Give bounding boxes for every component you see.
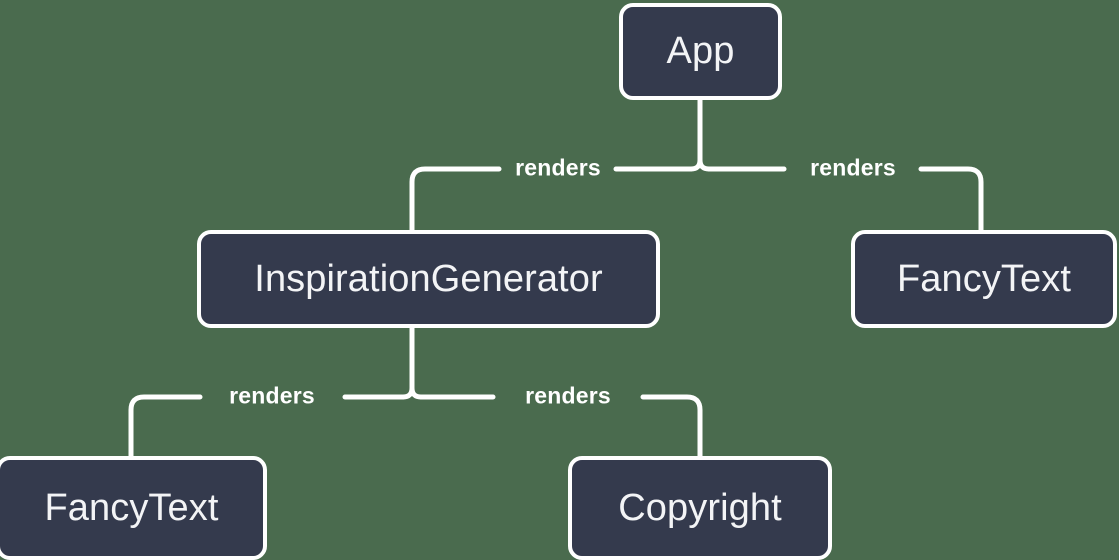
- wire-app-trunk-left-fillet: [688, 157, 703, 172]
- wire-inspgen-trunk: [409, 325, 424, 400]
- wire-app-to-fancytext-right2: [918, 166, 984, 233]
- wire-inspgen-to-copyright-right2: [640, 394, 703, 459]
- wire-inspgen-trunk-left-fillet: [400, 385, 415, 400]
- wire-app-to-inspgen-left2: [409, 166, 502, 233]
- node-app[interactable]: App: [619, 3, 782, 100]
- wire-inspgen-to-fancytext-left2: [128, 394, 203, 459]
- edge-label-app-inspirationgenerator: renders: [515, 154, 601, 181]
- node-fancytext-top[interactable]: FancyText: [851, 230, 1117, 328]
- edge-label-inspirationgenerator-fancytext: renders: [229, 382, 315, 409]
- node-inspirationgenerator[interactable]: InspirationGenerator: [197, 230, 660, 328]
- wire-app-trunk: [697, 97, 712, 172]
- node-copyright[interactable]: Copyright: [568, 456, 832, 560]
- edge-label-app-fancytext: renders: [810, 154, 896, 181]
- node-fancytext-bottom[interactable]: FancyText: [0, 456, 267, 560]
- edge-label-inspirationgenerator-copyright: renders: [525, 382, 611, 409]
